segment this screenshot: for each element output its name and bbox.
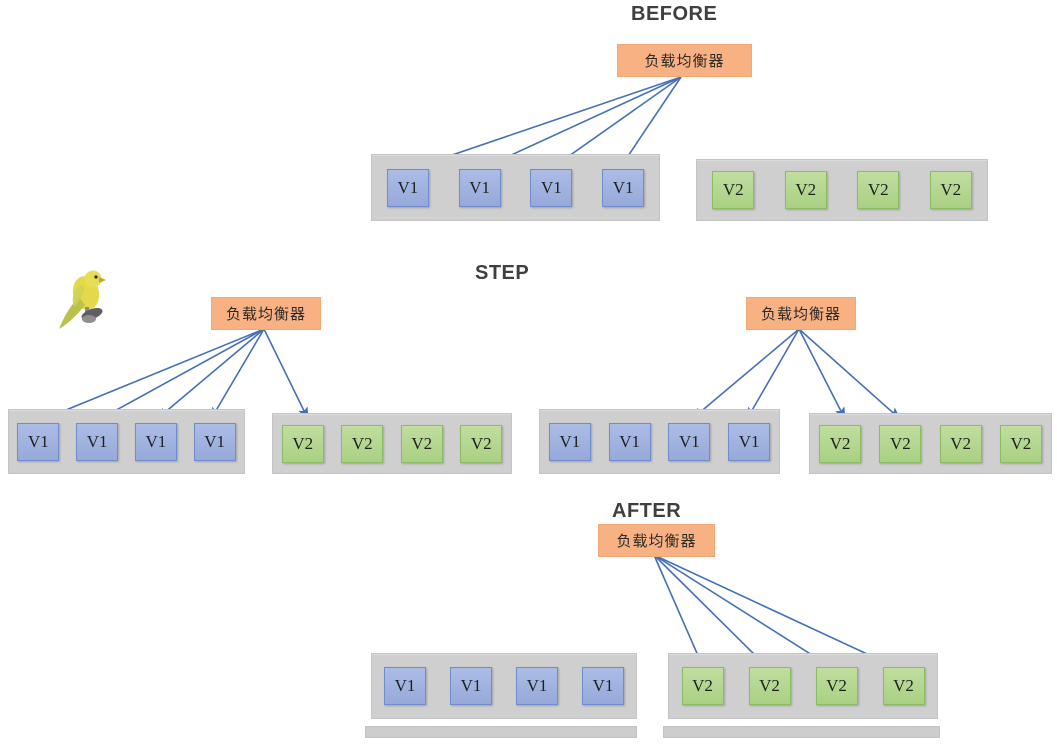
- instance-v2[interactable]: V2: [939, 424, 982, 463]
- pool-before-v1: V1 V1 V1 V1: [371, 154, 660, 221]
- instance-v2[interactable]: V2: [281, 424, 324, 463]
- instance-v1[interactable]: V1: [608, 422, 651, 461]
- instance-v2[interactable]: V2: [815, 667, 858, 705]
- instance-v1[interactable]: V1: [76, 422, 119, 461]
- instance-v1[interactable]: V1: [386, 168, 429, 207]
- section-title-step: STEP: [475, 262, 530, 284]
- arrow-group-step-left: [42, 328, 309, 421]
- instance-v1[interactable]: V1: [17, 422, 60, 461]
- pool-step-right-v1: V1 V1 V1 V1: [539, 409, 780, 474]
- instance-v2[interactable]: V2: [857, 171, 900, 209]
- instance-v1[interactable]: V1: [450, 667, 492, 705]
- pool-after-v1-base: [365, 726, 637, 738]
- arrow-group-step-right: [691, 328, 901, 421]
- instance-v2[interactable]: V2: [712, 171, 755, 209]
- instance-v1[interactable]: V1: [384, 667, 426, 705]
- instance-v2[interactable]: V2: [929, 171, 972, 209]
- instance-v2[interactable]: V2: [748, 667, 791, 705]
- pool-after-v2: V2 V2 V2 V2: [668, 653, 938, 719]
- instance-v1[interactable]: V1: [516, 667, 558, 705]
- instance-v1[interactable]: V1: [668, 422, 711, 461]
- instance-v1[interactable]: V1: [530, 168, 573, 207]
- instance-v1[interactable]: V1: [728, 422, 771, 461]
- instance-v2[interactable]: V2: [681, 667, 724, 705]
- load-balancer-step-left[interactable]: 负载均衡器: [211, 297, 321, 330]
- section-title-after: AFTER: [612, 500, 682, 522]
- section-title-before: BEFORE: [631, 3, 718, 25]
- instance-v2[interactable]: V2: [460, 424, 503, 463]
- instance-v2[interactable]: V2: [784, 171, 827, 209]
- pool-step-right-v2: V2 V2 V2 V2: [809, 413, 1052, 474]
- instance-v2[interactable]: V2: [882, 667, 925, 705]
- instance-v2[interactable]: V2: [400, 424, 443, 463]
- arrow-group-after: [653, 554, 897, 669]
- load-balancer-before[interactable]: 负载均衡器: [617, 44, 752, 77]
- instance-v1[interactable]: V1: [548, 422, 591, 461]
- instance-v1[interactable]: V1: [134, 422, 177, 461]
- pool-after-v1: V1 V1 V1 V1: [371, 653, 637, 719]
- load-balancer-after[interactable]: 负载均衡器: [598, 524, 715, 557]
- canary-bird-icon: [55, 267, 117, 335]
- instance-v2[interactable]: V2: [819, 424, 862, 463]
- pool-step-left-v1: V1 V1 V1 V1: [8, 409, 245, 474]
- pool-after-v2-base: [663, 726, 940, 738]
- instance-v2[interactable]: V2: [879, 424, 922, 463]
- pool-before-v2: V2 V2 V2 V2: [696, 159, 988, 221]
- instance-v1[interactable]: V1: [193, 422, 236, 461]
- instance-v1[interactable]: V1: [458, 168, 501, 207]
- pool-step-left-v2: V2 V2 V2 V2: [272, 413, 512, 474]
- instance-v2[interactable]: V2: [341, 424, 384, 463]
- instance-v1[interactable]: V1: [582, 667, 624, 705]
- instance-v1[interactable]: V1: [602, 168, 645, 207]
- instance-v2[interactable]: V2: [999, 424, 1042, 463]
- load-balancer-step-right[interactable]: 负载均衡器: [746, 297, 856, 330]
